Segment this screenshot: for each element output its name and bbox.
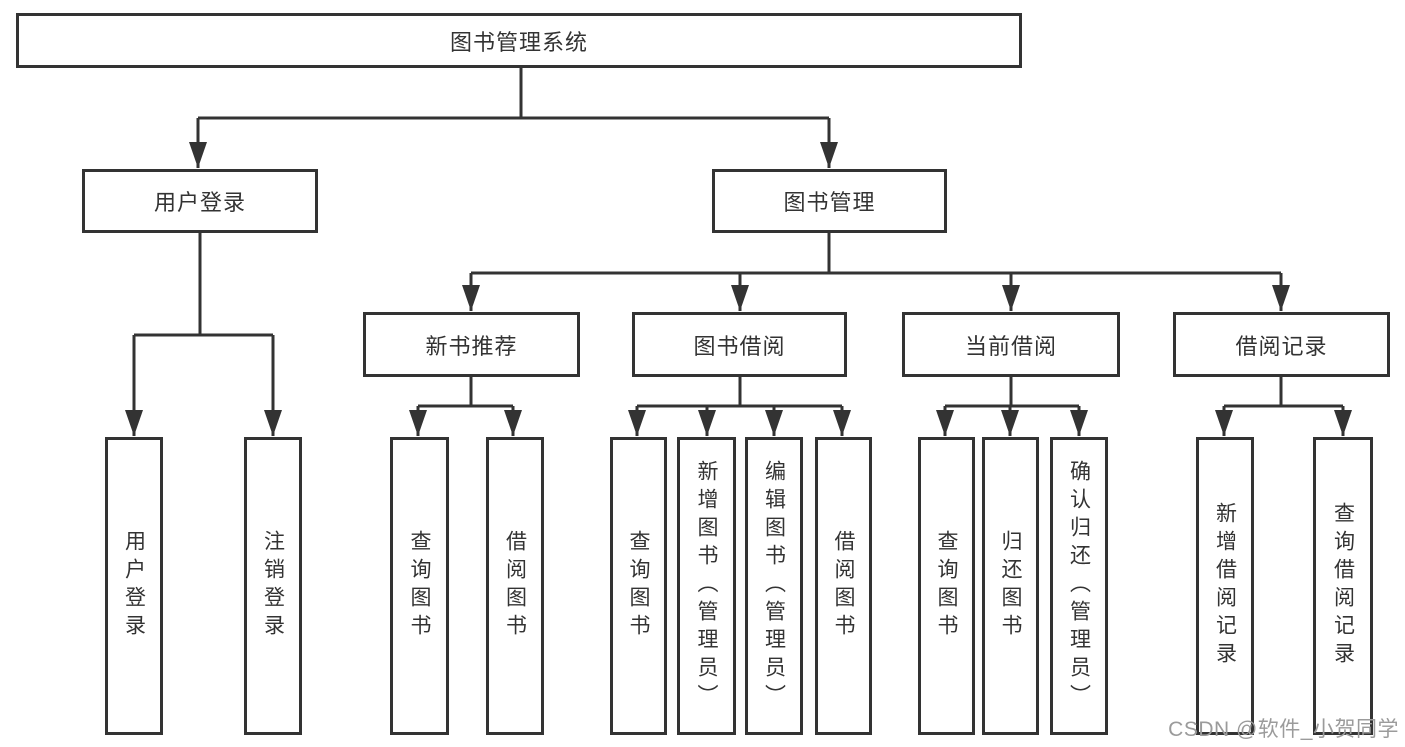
node-current-borrowing: 当前借阅: [902, 312, 1120, 377]
leaf-label: 查询图书: [935, 530, 958, 642]
node-user-login: 用户登录: [82, 169, 318, 233]
leaf-label: 查询图书: [627, 530, 650, 642]
leaf-logout: 注销登录: [244, 437, 302, 735]
leaf-add-book-admin: 新增图书（管理员）: [677, 437, 736, 735]
leaf-label: 查询借阅记录: [1331, 502, 1355, 670]
leaf-query-books-borrow: 查询图书: [610, 437, 667, 735]
leaf-return-books: 归还图书: [982, 437, 1039, 735]
leaf-label: 新增图书（管理员）: [695, 460, 718, 712]
leaf-label: 借阅图书: [503, 530, 527, 642]
leaf-label: 查询图书: [408, 530, 431, 642]
node-borrowing-records: 借阅记录: [1173, 312, 1390, 377]
leaf-edit-book-admin: 编辑图书（管理员）: [745, 437, 803, 735]
node-book-borrowing: 图书借阅: [632, 312, 847, 377]
leaf-label: 用户登录: [122, 530, 146, 642]
leaf-query-borrow-record: 查询借阅记录: [1313, 437, 1373, 735]
leaf-borrow-books: 借阅图书: [815, 437, 872, 735]
node-book-management: 图书管理: [712, 169, 947, 233]
leaf-add-borrow-record: 新增借阅记录: [1196, 437, 1254, 735]
leaf-borrow-books-recommend: 借阅图书: [486, 437, 544, 735]
leaf-label: 注销登录: [261, 530, 285, 642]
leaf-query-books-current: 查询图书: [918, 437, 975, 735]
leaf-label: 新增借阅记录: [1213, 502, 1237, 670]
leaf-query-books-recommend: 查询图书: [390, 437, 449, 735]
node-library-management-system: 图书管理系统: [16, 13, 1022, 68]
leaf-label: 归还图书: [999, 530, 1022, 642]
leaf-confirm-return-admin: 确认归还（管理员）: [1050, 437, 1108, 735]
connector-group: [125, 68, 1352, 436]
leaf-label: 确认归还（管理员）: [1067, 460, 1091, 712]
csdn-watermark: CSDN @软件_小贺同学: [1168, 718, 1399, 741]
leaf-label: 借阅图书: [832, 530, 855, 642]
leaf-label: 编辑图书（管理员）: [762, 460, 786, 712]
node-new-book-recommendation: 新书推荐: [363, 312, 580, 377]
leaf-user-login: 用户登录: [105, 437, 163, 735]
